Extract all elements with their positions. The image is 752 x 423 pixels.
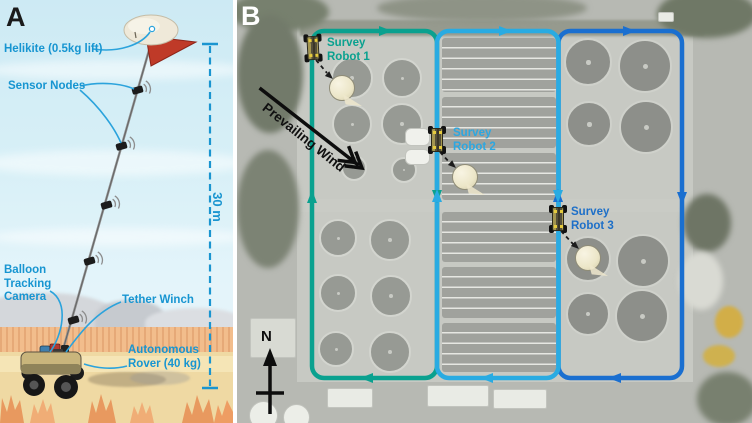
aeration-basin [442,38,556,92]
north-arrow [256,348,284,414]
sky-streak [0,228,233,246]
clarifier-tank [332,104,372,144]
robot2-survey-path [434,28,561,381]
warehouse [327,388,373,408]
balloon-fin [343,94,362,106]
tether-winch-label: Tether Winch [122,294,194,306]
wind-arrow [258,86,365,171]
robot-wheel [549,225,554,233]
compass-north-label: N [261,328,272,345]
aeration-basin [442,212,556,262]
survey-robot-1-icon [303,33,323,63]
robot-wheel [428,146,433,154]
sensor-node-icons [67,80,152,325]
aeration-basin [442,153,556,200]
building [405,149,430,165]
clarifier-tank [319,219,357,257]
robot-wheel [562,225,567,233]
grass-tufts [0,394,233,423]
robot-wheel [441,146,446,154]
aeration-basin [442,323,556,372]
helikite-label: Helikite (0.5kg lift) [4,43,103,55]
rubble-texture [679,252,723,310]
digester-tank [566,101,612,147]
sand-patch [715,306,743,338]
rover-shadow [88,372,166,387]
panel-a-illustration: A Helikite (0.5kg lift) Sensor Nodes Bal… [0,0,233,423]
path-direction-arrows [307,26,687,383]
storage-tank [283,404,310,423]
plant-road [300,199,692,212]
digester-tank [618,39,672,93]
survey-robot-3-label: Survey Robot 3 [571,206,614,232]
sensor-nodes-label: Sensor Nodes [8,80,86,92]
clarifier-tank [382,58,422,98]
survey-robot-1-label: Survey Robot 1 [327,37,370,63]
helikite-balloon-3-icon [575,245,608,276]
digester-tank [564,38,612,86]
helikite-balloon-2-icon [452,164,485,195]
robot3-survey-path [556,28,685,381]
clarifier-tank [369,219,411,261]
sky-streak [0,60,233,80]
digester-tank [619,100,673,154]
autonomous-rover-label: Autonomous Rover (40 kg) [128,344,201,370]
panel-b-overlay [256,26,687,414]
building [405,128,430,146]
clarifier-tank [318,331,354,367]
helikite-balloon-1-icon [329,75,362,106]
tree-texture [237,150,299,268]
panel-a-artwork [0,14,233,423]
survey-robot-2-label: Survey Robot 2 [453,127,496,153]
tether-length-dimension [202,42,218,390]
aeration-basin [442,267,556,318]
digester-tank [616,234,670,288]
helikite-icon [123,14,198,67]
balloon-tracking-camera-label: Balloon Tracking Camera [4,264,52,304]
ground-shadow [130,371,190,385]
survey-robot-2-icon [428,126,446,154]
balloon-tether-arrowheads [324,71,579,249]
tree-texture [683,194,731,252]
warehouse [427,385,489,407]
robot-wheel [441,126,446,134]
field-texture [377,0,587,22]
robot-wheel [549,205,554,213]
survey-robot-3-icon [549,205,567,233]
warehouse [493,389,547,409]
digester-tank [566,292,610,336]
sand-patch [703,345,735,367]
tether-length-label: 30 m [210,192,225,222]
aeration-basin [442,97,556,148]
panel-b-map: B Survey Robot 1 Survey Robot 2 Survey R… [237,0,752,423]
clarifier-tank [319,274,357,312]
panel-a-label: A [6,2,26,32]
panel-b-label: B [241,1,261,31]
clarifier-tank [369,331,411,373]
digester-tank [615,289,669,343]
tree-texture [697,372,752,423]
annotation-leader-lines [49,31,151,369]
rover-icon [20,343,84,399]
balloon-fin [466,183,485,195]
clarifier-tank [370,275,412,317]
robot-wheel [428,126,433,134]
building [658,12,674,22]
robot-wheel [562,205,567,213]
